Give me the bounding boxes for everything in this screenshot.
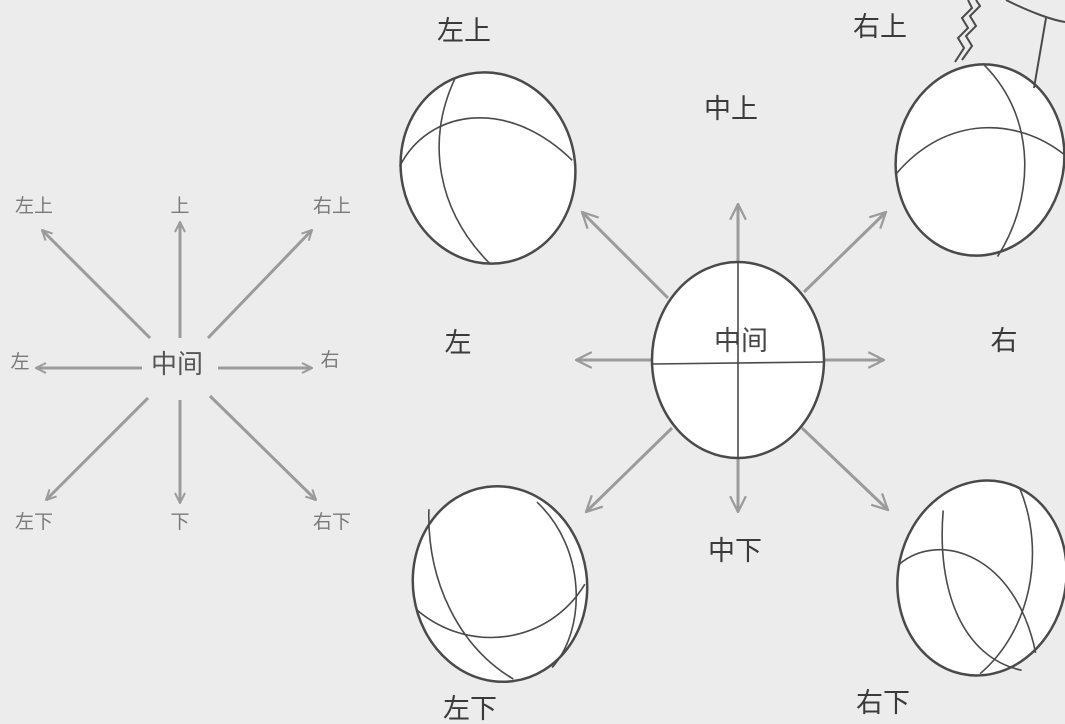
- right-label-bottom-middle: 中下: [708, 536, 762, 567]
- right-label-top-middle: 中上: [704, 94, 758, 125]
- left-label-up: 上: [170, 195, 189, 217]
- arrow-down-right: [208, 394, 316, 500]
- right-label-left: 左: [445, 328, 472, 359]
- center-ball: [650, 260, 826, 460]
- arrow-down-left: [46, 396, 150, 500]
- right-center-label: 中间: [714, 326, 768, 357]
- left-label-up-left: 左上: [15, 195, 53, 217]
- arrow-up-left: [42, 230, 152, 340]
- ball-bottom-left: [411, 484, 589, 684]
- arrow-top-right: [802, 212, 886, 294]
- ball-top-left: [399, 71, 577, 265]
- left-label-up-right: 右上: [313, 195, 351, 217]
- right-label-bottom-left: 左下: [443, 694, 497, 724]
- right-label-top-left: 左上: [437, 16, 491, 47]
- left-center-label: 中间: [151, 350, 203, 380]
- right-direction-arrows: [576, 204, 888, 512]
- left-label-down-left: 左下: [15, 511, 53, 533]
- arrow-up-right: [206, 230, 312, 340]
- left-direction-diagram: [36, 222, 316, 503]
- hanging-holder: [954, 0, 1065, 89]
- left-label-down-right: 右下: [313, 511, 351, 533]
- right-label-top-right: 右上: [853, 12, 907, 43]
- left-label-down: 下: [170, 511, 189, 533]
- right-label-bottom-right: 右下: [856, 688, 910, 719]
- ball-top-right: [894, 63, 1065, 257]
- left-label-left: 左: [10, 351, 29, 373]
- right-label-right: 右: [991, 326, 1018, 357]
- arrow-bottom-right: [800, 426, 888, 510]
- left-label-right: 右: [320, 349, 339, 371]
- ball-bottom-right: [896, 479, 1065, 677]
- arrow-top-left: [582, 212, 670, 300]
- arrow-bottom-left: [586, 426, 674, 512]
